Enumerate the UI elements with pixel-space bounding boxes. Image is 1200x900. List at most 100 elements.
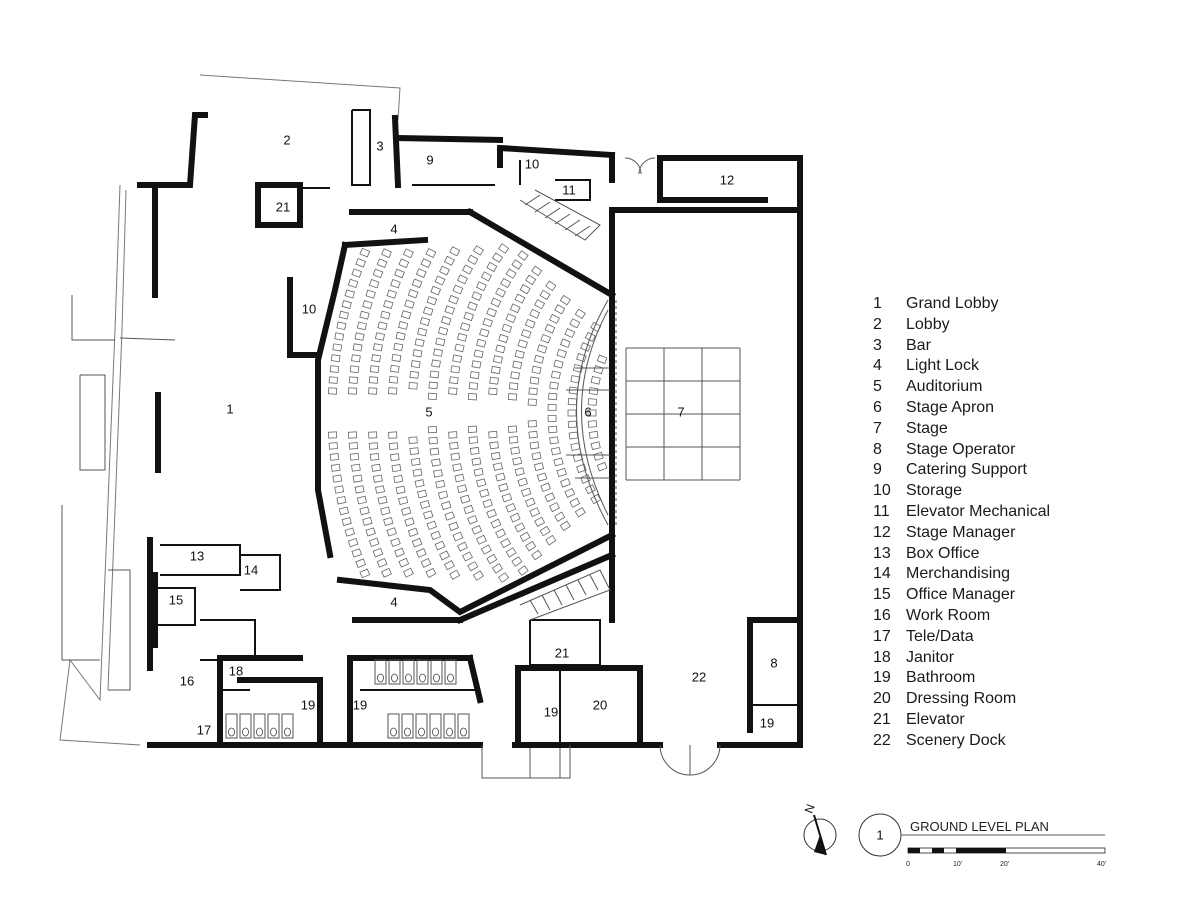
seat: [536, 344, 548, 354]
seat: [388, 431, 398, 439]
plan-title: GROUND LEVEL PLAN: [910, 819, 1049, 834]
seat: [354, 485, 365, 494]
seat: [560, 478, 571, 488]
seat: [415, 268, 427, 278]
seat: [462, 551, 473, 562]
seat: [457, 541, 468, 552]
seat: [336, 321, 347, 331]
legend-name: Elevator: [906, 710, 965, 728]
seat: [553, 457, 564, 467]
legend-num: 12: [873, 523, 891, 541]
seat: [415, 548, 427, 558]
seat: [352, 343, 363, 352]
seat: [482, 498, 493, 509]
seat: [520, 487, 532, 498]
seat: [467, 561, 479, 572]
seat: [368, 387, 378, 395]
toilet-fixture: [404, 727, 411, 737]
room-label-19-b: 19: [353, 697, 367, 712]
seat: [567, 420, 578, 428]
seat: [430, 285, 442, 296]
seat: [564, 328, 576, 339]
seat: [393, 474, 404, 484]
legend-num: 21: [873, 710, 891, 728]
seat: [414, 479, 425, 488]
plan-title-block: 1 GROUND LEVEL PLAN: [858, 813, 1105, 857]
seat: [491, 252, 504, 263]
seat: [433, 348, 443, 357]
seat: [390, 278, 401, 289]
seat: [449, 246, 461, 257]
toilet-fixture: [377, 673, 384, 683]
room-label-19-d: 19: [760, 715, 774, 730]
seat: [395, 331, 406, 341]
seat: [395, 485, 406, 495]
seat: [570, 442, 581, 451]
seat: [336, 495, 347, 505]
seat: [490, 518, 502, 529]
seat: [380, 310, 391, 320]
seat: [476, 338, 487, 348]
seat: [501, 323, 513, 333]
seat: [467, 425, 478, 433]
seat: [492, 355, 503, 364]
room-label-21-a: 21: [276, 199, 290, 214]
room-label-4-north: 4: [390, 221, 397, 236]
toilet-stall: [443, 713, 456, 739]
legend-num: 10: [873, 482, 891, 500]
seat: [456, 332, 468, 342]
seat: [332, 474, 343, 483]
seat: [550, 446, 561, 456]
legend-name: Light Lock: [906, 357, 979, 375]
seat: [434, 275, 446, 286]
seat: [511, 556, 523, 567]
seat: [434, 540, 446, 551]
scenery-dock-doors: [624, 157, 721, 776]
seat: [338, 506, 349, 516]
seat: [426, 520, 438, 530]
legend-name: Janitor: [906, 648, 955, 666]
seat: [388, 442, 399, 451]
seat: [568, 431, 579, 440]
seat: [547, 403, 557, 412]
toilet-fixture: [284, 727, 291, 737]
seat: [473, 349, 484, 359]
seat: [459, 494, 471, 504]
toilet-fixture: [270, 727, 277, 737]
seat: [587, 420, 598, 428]
seat: [410, 360, 421, 369]
seat: [480, 271, 492, 282]
legend-name: Box Office: [906, 544, 980, 562]
legend-name: Office Manager: [906, 586, 1016, 604]
room-labels: 1 2 3 4 4 5 6 7 8 9 10 10 11 12 13 14 15…: [169, 132, 778, 737]
seat: [349, 452, 360, 461]
seat: [404, 517, 415, 527]
legend-name: Stage Operator: [906, 440, 1016, 458]
seat: [508, 436, 519, 444]
seat: [490, 451, 501, 461]
seat: [533, 354, 545, 364]
seat: [588, 430, 599, 439]
seat: [443, 560, 455, 571]
seat: [420, 557, 432, 568]
seat: [590, 441, 601, 450]
seat: [401, 310, 412, 320]
seat: [371, 354, 381, 363]
seat: [471, 291, 483, 301]
seat: [398, 258, 410, 269]
seat: [388, 387, 398, 395]
seat: [381, 567, 392, 578]
seat: [362, 516, 373, 526]
seat: [517, 339, 528, 349]
toilet-stall: [415, 713, 428, 739]
seat: [539, 525, 551, 537]
bathroom-fixtures: [225, 659, 470, 739]
seat: [593, 451, 604, 461]
seat: [428, 436, 438, 445]
seat: [576, 352, 587, 363]
